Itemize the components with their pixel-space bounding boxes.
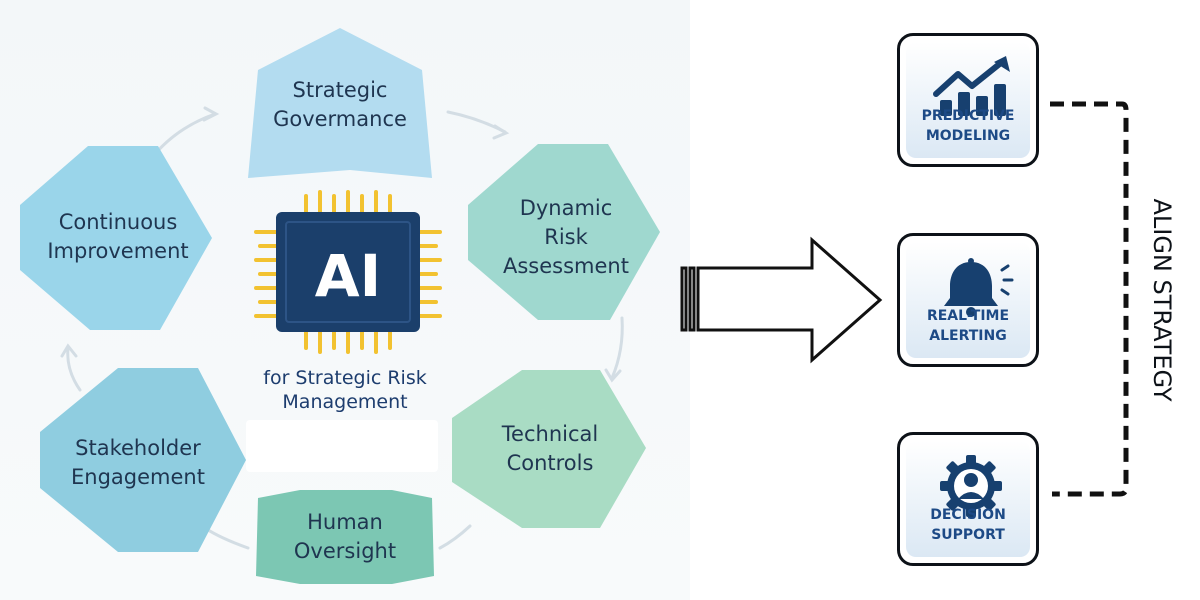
cycle-arrow [438, 524, 472, 550]
cycle-arrow [203, 526, 250, 550]
node-continuous-improvement-label: Continuous Improvement [47, 210, 189, 263]
gear-person-icon [940, 455, 1002, 517]
tile-label: DECISION SUPPORT [930, 507, 1006, 543]
cycle-arrow [66, 346, 82, 392]
obscured-area [246, 420, 438, 472]
chart-up-icon [933, 56, 1010, 116]
node-technical-controls-shape [452, 370, 646, 528]
cycle-arrow-head [60, 343, 78, 358]
flow-arrow-icon [680, 236, 883, 364]
node-human-oversight-shape [256, 490, 434, 584]
node-stakeholder-engagement-shape [40, 368, 246, 552]
cycle-arrow-head [492, 124, 510, 140]
tile-label: REAL-TIME ALERTING [926, 308, 1010, 344]
node-continuous-improvement-shape [20, 146, 212, 330]
node-strategic-governance-label: Strategic Govermance [273, 78, 407, 131]
node-strategic-governance-shape [248, 28, 432, 178]
node-dynamic-risk-assessment-label: Dynamic Risk Assessment [503, 196, 629, 278]
ai-chip-icon: AI [254, 190, 442, 354]
node-human-oversight-label: Human Oversight [293, 510, 397, 563]
tile-predictive-modeling: PREDICTIVE MODELING [897, 33, 1039, 167]
cycle-arrow-head [604, 368, 622, 383]
tile-real-time-alerting: REAL-TIME ALERTING [897, 233, 1039, 367]
center-subtitle: for Strategic Risk Management [263, 367, 427, 413]
align-bracket [1050, 101, 1129, 497]
align-strategy-label-wrap: ALIGN STRATEGY [1148, 198, 1176, 401]
tile-decision-support: DECISION SUPPORT [897, 432, 1039, 566]
cycle-arrow [446, 110, 507, 134]
cycle-arrow [610, 316, 624, 380]
node-technical-controls-label: Technical Controls [501, 422, 599, 475]
ai-chip-text: AI [315, 242, 381, 310]
node-dynamic-risk-assessment-shape [468, 144, 660, 320]
bell-icon [944, 258, 1014, 317]
cycle-arrow-head [202, 106, 220, 122]
node-stakeholder-engagement-label: Stakeholder Engagement [71, 436, 205, 489]
tile-label: PREDICTIVE MODELING [921, 108, 1015, 144]
align-strategy-label: ALIGN STRATEGY [1148, 198, 1176, 401]
